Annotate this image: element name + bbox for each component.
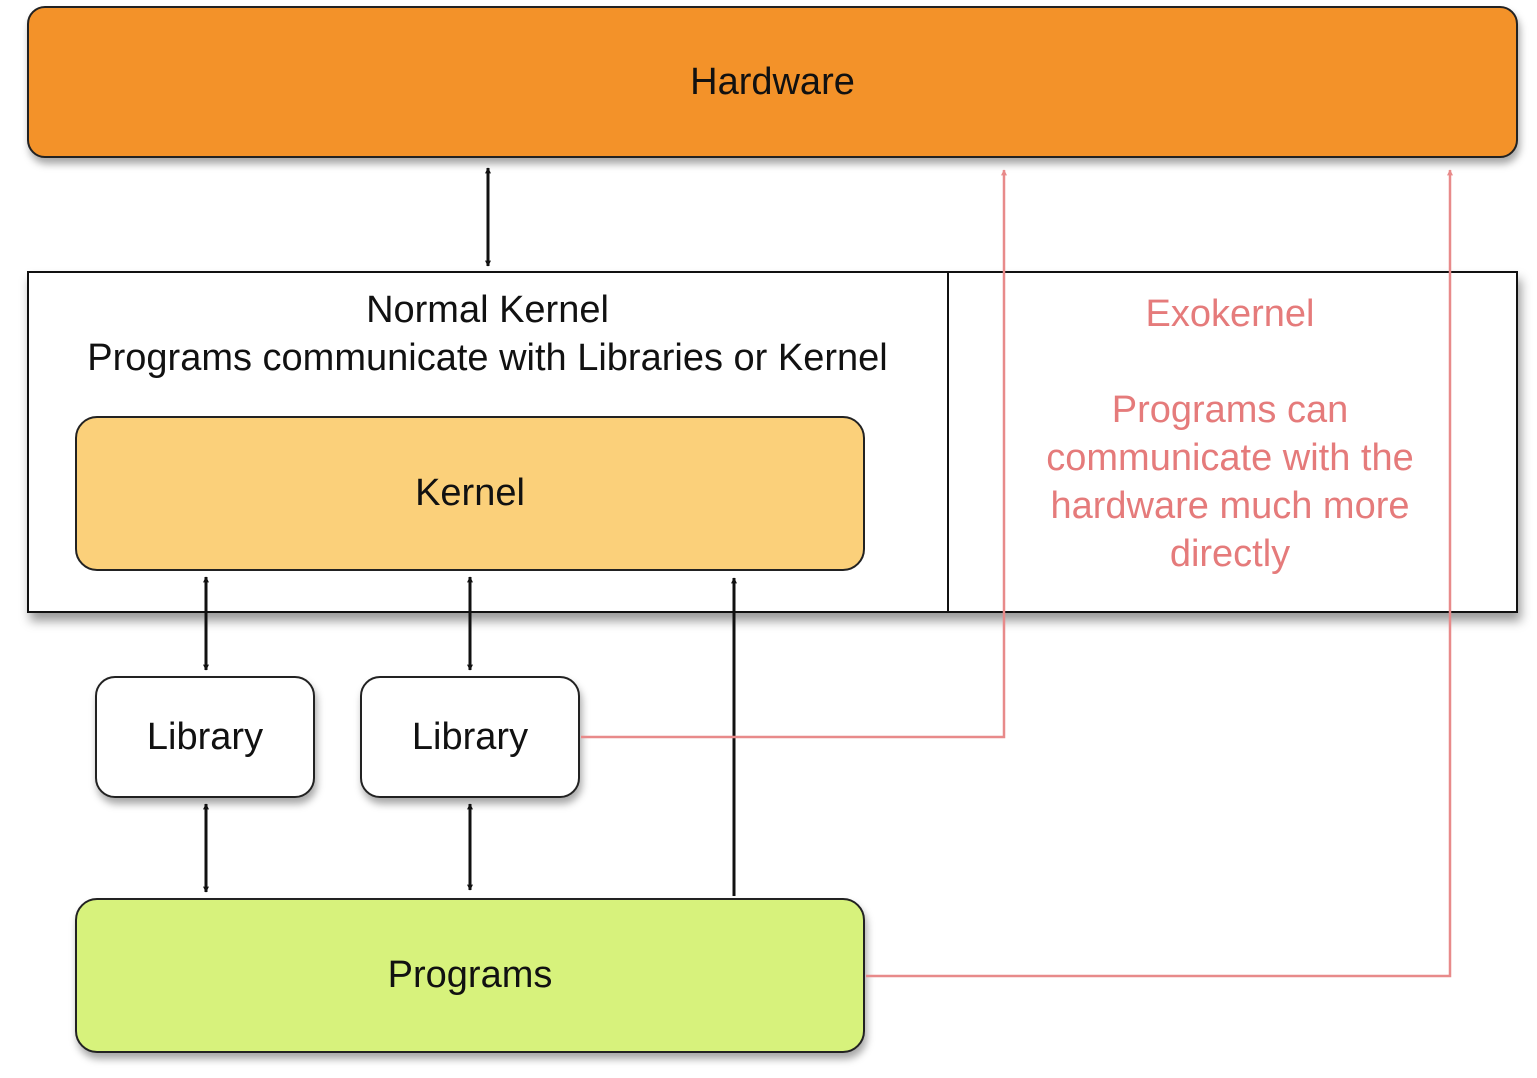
library-box-1: Library: [95, 676, 315, 798]
hardware-label: Hardware: [690, 60, 855, 103]
exokernel-heading: Exokernel: [1145, 293, 1315, 335]
library-label-1: Library: [146, 715, 264, 758]
exokernel-description: Programs can communicate with the hardwa…: [1046, 389, 1414, 575]
arrow-programs-hardware-direct: [866, 169, 1453, 978]
library-box-2: Library: [360, 676, 580, 798]
normal-kernel-heading: Normal Kernel: [366, 289, 609, 331]
programs-box: Programs: [75, 898, 865, 1053]
normal-kernel-subtitle: Programs communicate with Libraries or K…: [87, 337, 888, 379]
frame-divider: [947, 271, 949, 613]
hardware-box: Hardware: [27, 6, 1518, 158]
normal-kernel-title: Normal Kernel Programs communicate with …: [30, 286, 945, 382]
library-label-2: Library: [411, 715, 529, 758]
kernel-label: Kernel: [415, 472, 525, 514]
arrow-library-hardware-direct: [581, 169, 1007, 739]
programs-label: Programs: [387, 954, 553, 996]
exokernel-text: Exokernel Programs can communicate with …: [960, 290, 1500, 578]
kernel-box: Kernel: [75, 416, 865, 571]
